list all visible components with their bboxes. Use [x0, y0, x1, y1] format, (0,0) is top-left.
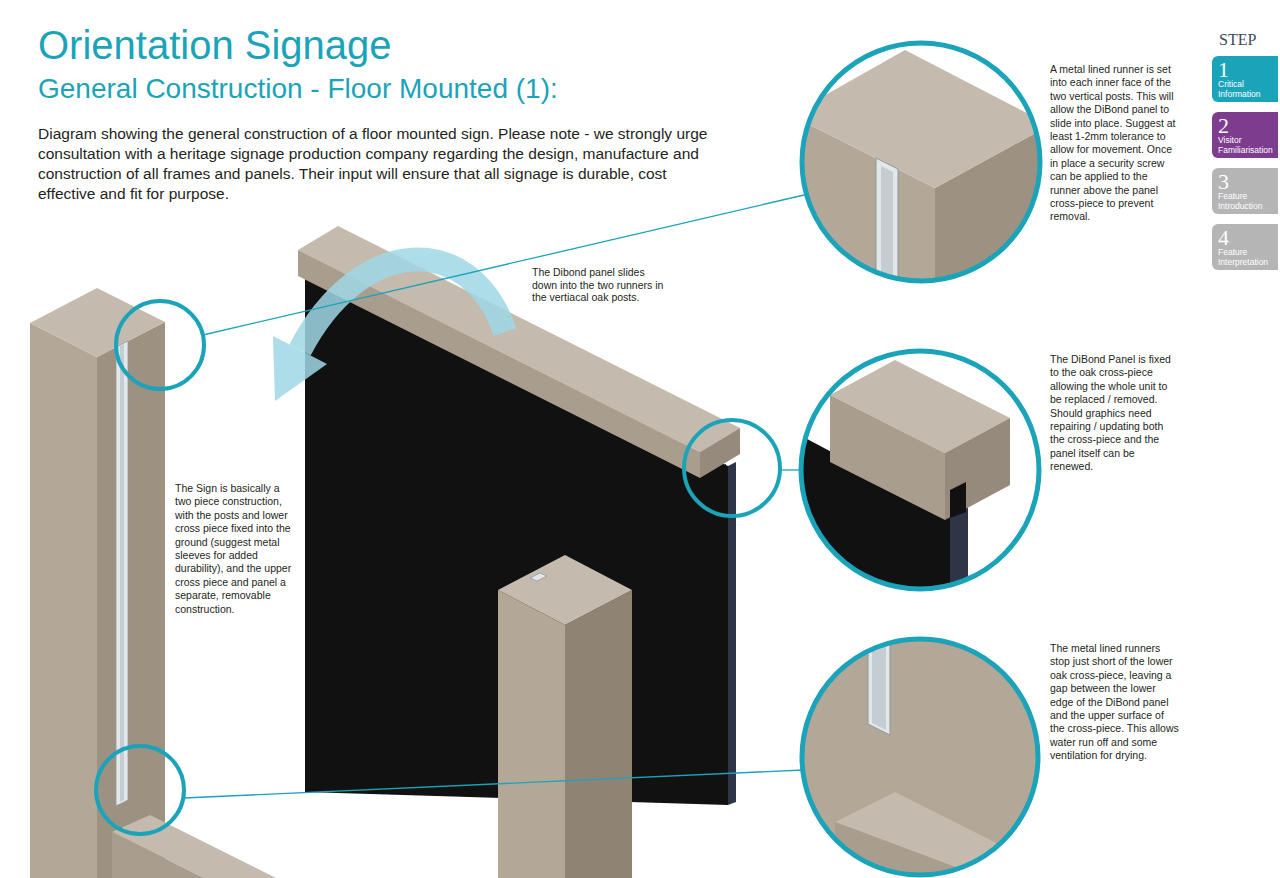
step-number: 3 — [1218, 171, 1274, 192]
lower-cross-piece — [112, 815, 276, 878]
post-top — [30, 288, 165, 357]
subtitle: General Construction - Floor Mounted (1)… — [38, 72, 798, 106]
upper-cross-piece — [945, 418, 1010, 520]
step-number: 4 — [1218, 227, 1274, 248]
lower-cross-piece — [835, 822, 990, 878]
step-label: Visitor Familiarisation — [1218, 136, 1274, 155]
callout-note: The Sign is basically a two piece constr… — [175, 482, 293, 616]
post-face — [565, 590, 632, 878]
zoom-detail — [790, 360, 1010, 600]
post-face — [97, 322, 165, 878]
step-tab: 1Critical Information — [1212, 56, 1278, 102]
callout-circle — [96, 746, 184, 834]
metal-runner — [881, 166, 893, 300]
leader-line — [184, 770, 803, 798]
arrow-head — [273, 336, 327, 401]
callout-note: The DiBond Panel is fixed to the oak cro… — [1050, 353, 1180, 474]
step-tab: 3Feature Introduction — [1212, 168, 1278, 214]
callout-note: The metal lined runners stop just short … — [1050, 642, 1180, 763]
slide-arrow — [273, 259, 505, 401]
leader-line — [780, 469, 801, 470]
upper-cross-piece — [830, 395, 945, 520]
upper-cross-piece — [298, 250, 700, 478]
panel-edge — [728, 462, 736, 805]
panel-tongue — [950, 482, 966, 518]
callout-circle — [684, 420, 780, 516]
step-tab: 4Feature Interpretation — [1212, 224, 1278, 270]
zoom-detail — [790, 630, 1050, 878]
panel-tongue — [718, 464, 726, 494]
step-label: Feature Interpretation — [1218, 248, 1274, 267]
step-number: 2 — [1218, 115, 1274, 136]
post-top — [498, 555, 632, 625]
callout-note: A metal lined runner is set into each in… — [1050, 63, 1180, 224]
intro-text: Diagram showing the general construction… — [38, 124, 728, 204]
zoom-circle — [802, 639, 1038, 875]
step-number: 1 — [1218, 59, 1274, 80]
page-title: Orientation Signage — [38, 22, 798, 68]
leader-line — [203, 195, 804, 335]
metal-runner — [120, 344, 124, 802]
metal-runner — [116, 341, 128, 806]
callout-circle — [116, 301, 204, 389]
post-top — [790, 50, 1050, 188]
step-label: Feature Introduction — [1218, 192, 1274, 211]
step-tab: 2Visitor Familiarisation — [1212, 112, 1278, 158]
post-face — [790, 630, 1050, 878]
zoom-circle — [802, 43, 1040, 281]
post-face — [30, 323, 97, 878]
step-heading: STEP — [1219, 30, 1277, 49]
runner-slot — [530, 573, 547, 581]
upper-cross-piece — [298, 226, 740, 452]
post-face — [498, 590, 565, 878]
step-label: Critical Information — [1218, 80, 1274, 99]
zoom-circle — [801, 351, 1039, 589]
callout-note: The Dibond panel slides down into the tw… — [532, 266, 664, 304]
lower-cross-piece — [112, 832, 204, 878]
